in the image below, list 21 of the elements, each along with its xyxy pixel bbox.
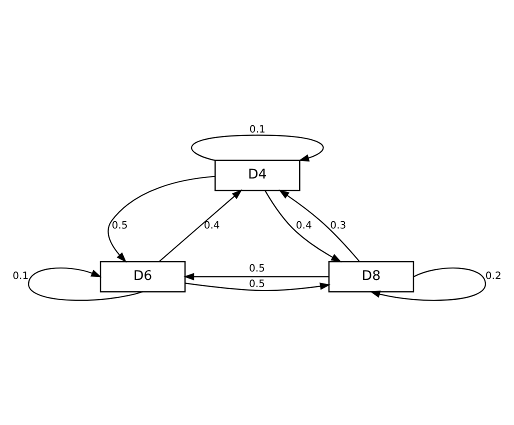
edge-label: 0.1 bbox=[249, 124, 266, 136]
arrow bbox=[185, 282, 331, 292]
edge-label: 0.2 bbox=[485, 271, 502, 282]
edge-label: 0.3 bbox=[330, 220, 346, 232]
arrow bbox=[28, 268, 143, 301]
edge-label: 0.5 bbox=[112, 220, 128, 232]
edge-label: 0.4 bbox=[204, 220, 220, 232]
edge-label: 0.1 bbox=[12, 271, 29, 282]
arrow bbox=[191, 134, 324, 162]
node-box: D6 bbox=[100, 260, 186, 292]
edge-label: 0.4 bbox=[296, 220, 312, 232]
arrow bbox=[158, 189, 242, 262]
arrow bbox=[278, 190, 360, 262]
arrow bbox=[264, 190, 342, 262]
arrow bbox=[370, 268, 486, 301]
node-box: D4 bbox=[214, 160, 300, 192]
node-box: D8 bbox=[328, 260, 414, 292]
arrow bbox=[184, 272, 329, 280]
arrow bbox=[108, 176, 216, 263]
edge-label: 0.5 bbox=[249, 263, 265, 274]
edge-label: 0.5 bbox=[249, 279, 265, 290]
